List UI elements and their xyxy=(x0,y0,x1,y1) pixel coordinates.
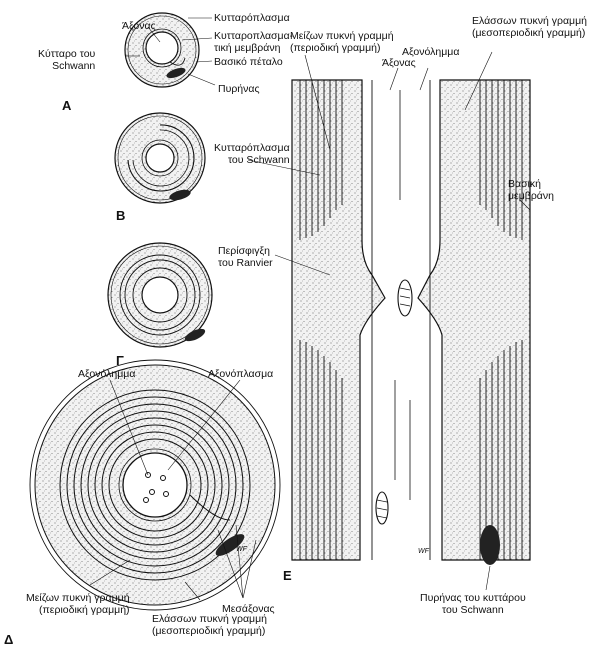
label-e-schwann-cytoplasm: Κυτταρόπλασμα του Schwann xyxy=(214,142,290,166)
label-a-cytoplasm: Κυτταρόπλασμα xyxy=(214,12,290,24)
panel-e-drawing xyxy=(247,51,531,591)
label-e-axolemma: Αξονόλημμα xyxy=(402,46,460,58)
label-e-axon: Άξονας xyxy=(382,57,416,69)
label-a-axon: Άξονας xyxy=(122,20,156,32)
axon-a xyxy=(145,31,179,65)
right-schwann-sheath xyxy=(417,79,531,561)
panel-label-c: Γ xyxy=(116,353,124,368)
label-e-minor-dense-line: Ελάσσων πυκνή γραμμή (μεσοπεριοδική γραμ… xyxy=(472,15,587,39)
artist-signature-e: WF xyxy=(418,548,429,555)
mitochondrion-lower xyxy=(375,491,389,525)
label-a-schwann-cell: Κύτταρο του Schwann xyxy=(38,48,96,72)
panel-label-d: Δ xyxy=(4,632,14,647)
panel-label-e: E xyxy=(283,568,292,583)
mitochondrion-upper xyxy=(397,279,413,317)
panel-b-drawing xyxy=(114,112,206,204)
basal-lamina-d xyxy=(29,359,281,611)
axon-d xyxy=(122,452,188,518)
schwann-nucleus-e xyxy=(480,525,500,565)
label-d-minor-dense-line: Ελάσσων πυκνή γραμμή (μεσοπεριοδική γραμ… xyxy=(152,613,267,637)
nucleus-a xyxy=(166,67,186,79)
axolemma-e xyxy=(371,80,431,560)
left-schwann-sheath xyxy=(291,79,386,561)
artist-signature-d: WF xyxy=(236,546,247,553)
nucleus-b xyxy=(169,189,191,201)
label-d-axolemma: Αξονόλημμα xyxy=(78,368,136,380)
label-a-basal-lamina: Βασικό πέταλο xyxy=(214,56,283,68)
label-d-major-dense-line: Μείζων πυκνή γραμμή (περιοδική γραμμή) xyxy=(26,592,130,616)
label-e-schwann-nucleus: Πυρήνας του κυττάρου του Schwann xyxy=(420,592,526,616)
axon-c xyxy=(141,276,179,314)
axon-b xyxy=(145,143,175,173)
panel-c-drawing xyxy=(107,242,213,348)
label-a-plasma-membrane: Κυτταροπλασμα- τική μεμβράνη xyxy=(214,30,294,54)
panel-d-drawing xyxy=(29,359,281,611)
nucleus-c xyxy=(184,328,206,342)
label-a-nucleus: Πυρήνας xyxy=(218,83,260,95)
panel-a-drawing xyxy=(124,12,216,88)
label-e-basement-membrane: Βασική μεμβράνη xyxy=(508,178,554,202)
label-d-axoplasm: Αξονόπλασμα xyxy=(208,368,274,380)
label-e-node-ranvier: Περίσφιγξη του Ranvier xyxy=(218,245,273,269)
label-d-mesaxon: Μεσάξονας xyxy=(222,603,275,615)
panel-label-a: A xyxy=(62,98,72,113)
label-e-major-dense-line: Μείζων πυκνή γραμμή (περιοδική γραμμή) xyxy=(290,30,394,54)
panel-label-b: B xyxy=(116,208,126,223)
